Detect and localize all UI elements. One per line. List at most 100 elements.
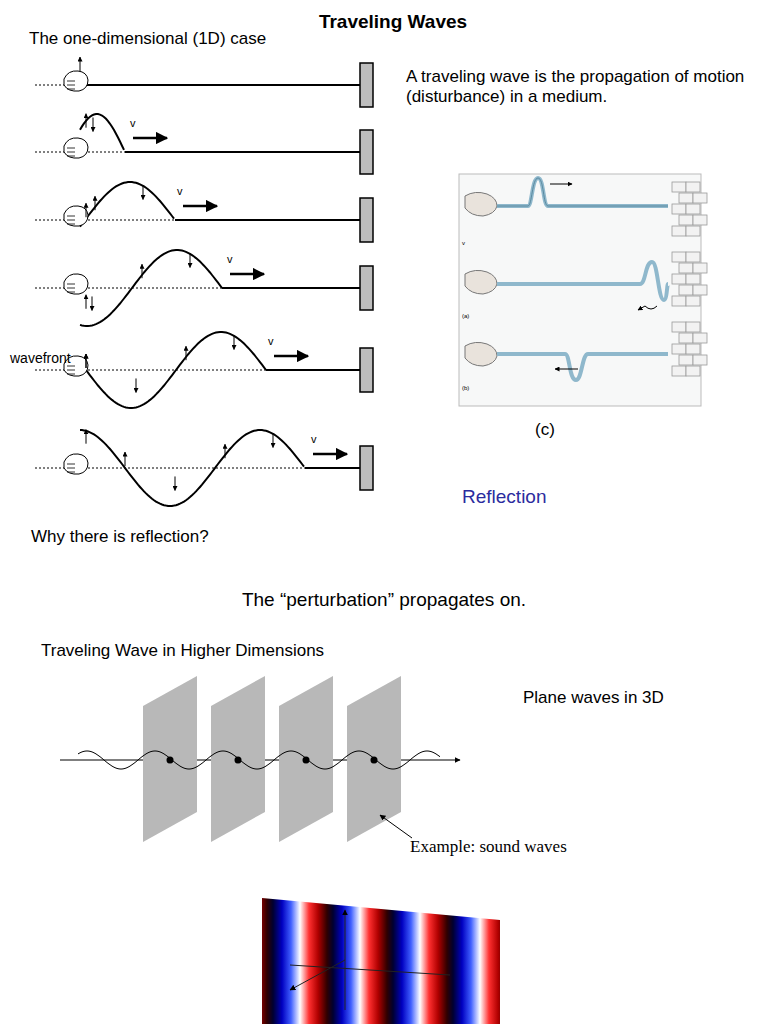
brick: [679, 285, 693, 295]
brick: [672, 322, 686, 332]
fixed-wall: [360, 348, 373, 392]
motion-arrow: [93, 118, 94, 132]
velocity-arrow: [274, 355, 308, 358]
motion-arrow: [190, 254, 191, 268]
motion-arrow: [86, 114, 87, 128]
motion-arrow: [92, 296, 93, 310]
string: [266, 369, 360, 371]
wave-curve: [80, 332, 266, 408]
hand: [64, 206, 88, 226]
hand: [64, 274, 88, 294]
section-heading: The “perturbation” propagates on.: [0, 589, 768, 612]
wave-curve: [80, 430, 304, 506]
motion-arrow: [95, 196, 96, 210]
velocity-arrow: [313, 453, 347, 456]
velocity-arrow: [183, 205, 217, 208]
wave-curve: [80, 182, 174, 227]
brick: [672, 296, 686, 306]
string: [305, 467, 360, 469]
motion-arrow: [142, 264, 143, 278]
string: [222, 287, 360, 289]
brick: [686, 182, 700, 192]
brick: [672, 344, 686, 354]
rest-line: [80, 468, 305, 469]
motion-arrow: [125, 452, 126, 466]
brick: [686, 296, 700, 306]
motion-arrow: [86, 354, 87, 368]
motion-arrow: [136, 378, 137, 392]
brick: [679, 355, 693, 365]
section-label: The one-dimensional (1D) case: [29, 29, 266, 49]
panel-b: [465, 262, 668, 310]
motion-arrow: [175, 476, 176, 490]
hand-fingers: [67, 464, 75, 472]
hand: [64, 138, 88, 158]
fixed-wall: [360, 63, 373, 107]
fixed-wall: [360, 198, 373, 242]
string: [80, 84, 360, 86]
brick: [672, 366, 686, 376]
brick-wall: [672, 182, 707, 376]
velocity-label: v: [177, 185, 183, 198]
brick: [693, 215, 707, 225]
brick: [679, 215, 693, 225]
brick: [672, 274, 686, 284]
reflection-picture: [459, 174, 707, 406]
panel-c: [465, 342, 668, 380]
velocity-arrow: [133, 137, 167, 140]
hand: [64, 454, 88, 474]
figure-caption: (c): [535, 420, 555, 440]
brick: [693, 333, 707, 343]
hand: [64, 71, 88, 91]
brick: [693, 263, 707, 273]
brick: [686, 366, 700, 376]
motion-arrow: [225, 444, 226, 458]
panel-letter: (a): [462, 313, 469, 320]
brick: [672, 182, 686, 192]
panel-a: [465, 178, 668, 216]
string: [175, 219, 360, 221]
velocity-label: v: [311, 433, 317, 446]
rest-line: [80, 288, 222, 289]
brick: [693, 193, 707, 203]
brick: [679, 333, 693, 343]
brick: [686, 252, 700, 262]
brick: [672, 204, 686, 214]
brick: [686, 274, 700, 284]
plane-wave-color-map: [262, 898, 500, 1024]
motion-arrow: [273, 434, 274, 448]
hand-fingers: [67, 216, 75, 224]
string-waves: [35, 57, 373, 506]
brick: [693, 355, 707, 365]
section-label: Traveling Wave in Higher Dimensions: [41, 641, 324, 661]
hand-fingers: [67, 366, 75, 374]
motion-arrow: [86, 430, 87, 444]
motion-arrow: [86, 354, 87, 368]
velocity-label: v: [268, 335, 274, 348]
panel-letter: v: [462, 240, 465, 247]
panel-letter: (b): [462, 385, 469, 392]
motion-arrow: [234, 336, 235, 350]
velocity-label: v: [130, 117, 136, 130]
fixed-wall: [360, 446, 373, 490]
motion-arrow: [80, 57, 81, 71]
brick: [693, 285, 707, 295]
brick: [686, 322, 700, 332]
string: [125, 151, 360, 153]
velocity-label: v: [227, 253, 233, 266]
velocity-arrow: [230, 273, 264, 276]
hand-fingers: [67, 81, 75, 89]
fixed-wall: [360, 266, 373, 310]
question: Reflection: [462, 486, 547, 509]
motion-arrow: [186, 346, 187, 360]
callout-label: Example: sound waves: [410, 837, 567, 857]
definition-note: A traveling wave is the propagation of m…: [406, 67, 746, 108]
example-note: Plane waves in 3D: [523, 688, 664, 708]
motion-arrow: [143, 186, 144, 200]
hand-fingers: [67, 148, 75, 156]
brick: [686, 204, 700, 214]
brick: [672, 226, 686, 236]
brick: [672, 252, 686, 262]
brick: [679, 193, 693, 203]
